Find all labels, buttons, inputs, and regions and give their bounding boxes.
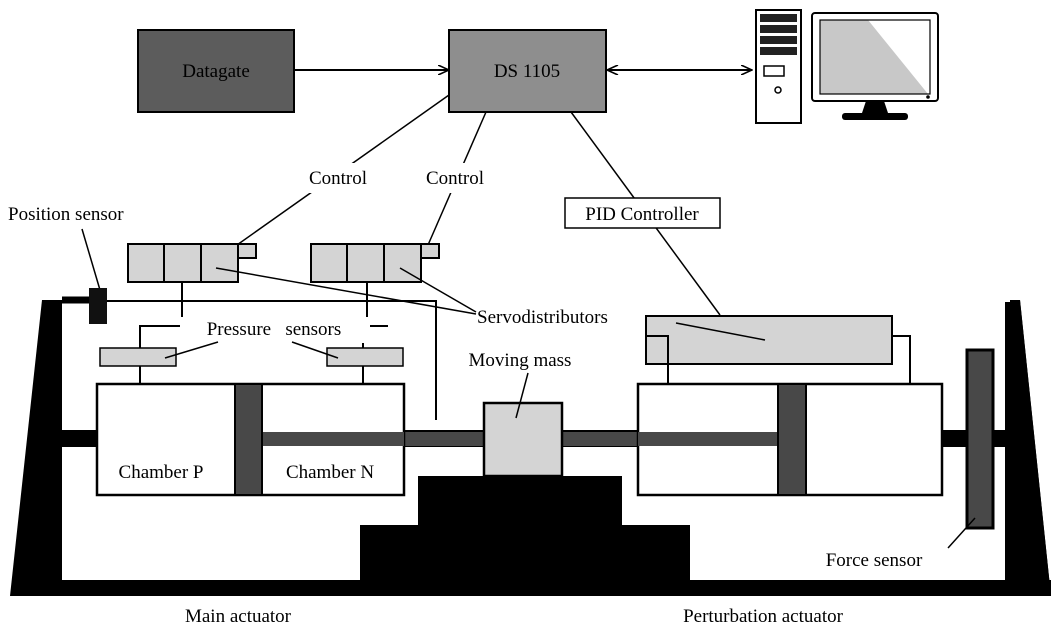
main-actuator-label: Main actuator — [185, 606, 292, 627]
moving-mass-label: Moving mass — [469, 350, 572, 371]
pressure-sensor-n — [326, 347, 404, 367]
moving-mass — [482, 401, 564, 478]
desktop-computer-icon — [755, 9, 939, 124]
pid-controller-label: PID Controller — [585, 204, 699, 225]
perturbation-actuator — [636, 382, 944, 497]
control-label-left: Control — [309, 168, 367, 189]
position-sensor-leader — [81, 228, 101, 291]
main-piston — [234, 383, 263, 496]
perturbation-actuator-label: Perturbation actuator — [683, 606, 844, 627]
position-sensor — [89, 288, 107, 324]
position-sensor-label: Position sensor — [8, 204, 124, 225]
control-left-bg — [258, 163, 383, 193]
control-right-bg — [413, 163, 495, 193]
main-actuator: Chamber P Chamber N — [95, 382, 406, 497]
chamber-p-label: Chamber P — [119, 462, 204, 483]
ds1105-label: DS 1105 — [494, 61, 560, 82]
force-sensor-label: Force sensor — [826, 550, 923, 571]
pid-controller-box: PID Controller — [564, 197, 721, 229]
servodistributor-perturbation — [645, 315, 893, 365]
chamber-n-label: Chamber N — [286, 462, 374, 483]
ds1105-box: DS 1105 — [448, 29, 607, 113]
pressure-sensors-label: Pressure sensors — [207, 319, 342, 340]
pressure-sensor-p — [99, 347, 177, 367]
force-sensor — [965, 348, 995, 530]
datagate-label: Datagate — [182, 61, 250, 82]
perturbation-piston — [777, 383, 807, 496]
bench-frame — [10, 300, 1051, 596]
servodistributor-left — [127, 243, 257, 283]
servodistributors-label: Servodistributors — [477, 307, 608, 328]
control-label-right: Control — [426, 168, 484, 189]
servodistributor-right — [310, 243, 440, 283]
datagate-box: Datagate — [137, 29, 295, 113]
